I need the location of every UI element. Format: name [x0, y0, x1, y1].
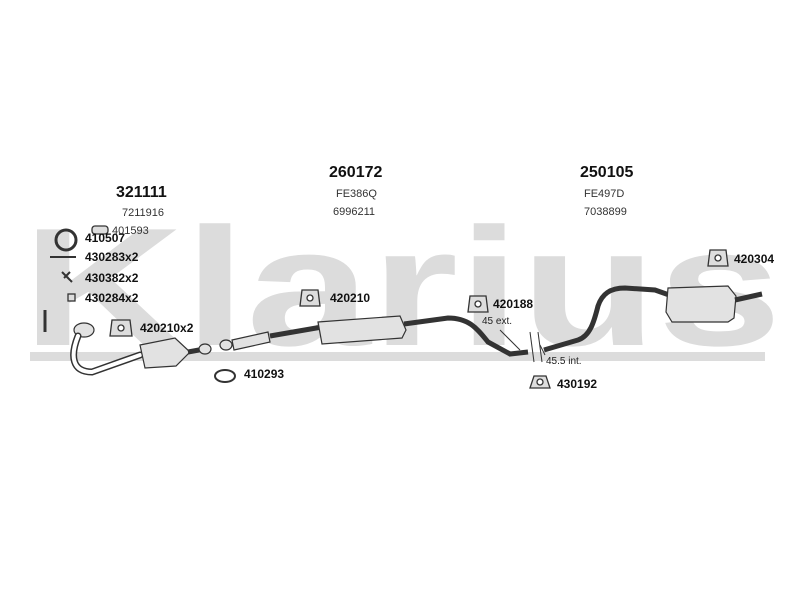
rubber-mount-icon-1-hole	[117, 324, 125, 332]
cut-mark-1	[529, 331, 535, 363]
int-pointer	[539, 344, 546, 356]
stud-icon	[61, 271, 73, 283]
section-1-part-number: 321111	[116, 184, 167, 201]
middle-pipe-a	[269, 324, 323, 339]
part-label-420304: 420304	[734, 252, 775, 266]
part-label-420188: 420188	[493, 297, 534, 311]
rear-section-assembly	[543, 285, 763, 353]
note-45-ext: 45 ext.	[482, 316, 513, 327]
clamp-ring-icon	[54, 228, 78, 252]
section-2-ref-2: 6996211	[333, 206, 376, 218]
part-label-420210x2: 420210x2	[140, 321, 194, 335]
part-label-401593: 401593	[112, 225, 149, 237]
part-icons	[50, 225, 729, 389]
rear-silencer	[665, 285, 737, 323]
nut-icon	[67, 293, 76, 302]
part-label-420210: 420210	[330, 291, 371, 305]
catalyst	[139, 337, 191, 369]
watermark-bar	[30, 352, 765, 361]
middle-section-assembly	[219, 315, 529, 357]
section-2-part-number: 260172	[329, 164, 383, 181]
gasket-icon	[91, 225, 109, 235]
rubber-mount-icon-3-hole	[474, 300, 482, 308]
section-2-ref-1: FE386Q	[336, 188, 377, 200]
dimension-marks	[499, 329, 546, 363]
part-label-430192: 430192	[557, 377, 598, 391]
ext-pointer	[499, 329, 521, 351]
rubber-mount-icon-2-hole	[306, 294, 314, 302]
part-label-410293: 410293	[244, 367, 285, 381]
rear-pipe	[543, 285, 673, 353]
note-45-5-int: 45.5 int.	[546, 356, 582, 367]
part-label-430382: 430382x2	[85, 271, 139, 285]
part-label-430283: 430283x2	[85, 250, 139, 264]
downpipe-inner	[71, 334, 142, 375]
cat-flange	[198, 343, 212, 355]
part-label-410507: 410507	[85, 231, 126, 245]
ring-gasket-icon	[214, 369, 236, 383]
tail-pipe	[734, 291, 763, 303]
middle-silencer	[317, 315, 407, 345]
section-3-part-number: 250105	[580, 164, 634, 181]
part-label-430284: 430284x2	[85, 291, 139, 305]
cut-mark-2	[537, 331, 543, 363]
section-3-ref-2: 7038899	[584, 206, 627, 218]
front-pipe-assembly	[43, 310, 212, 376]
section-1-ref: 7211916	[122, 207, 165, 219]
flex-joint	[231, 331, 271, 351]
clamp-icon-hole	[536, 378, 544, 386]
middle-pipe-b	[403, 315, 529, 357]
rubber-mount-icon-4-hole	[714, 254, 722, 262]
section-3-ref-1: FE497D	[584, 188, 625, 200]
middle-flange	[219, 339, 233, 351]
